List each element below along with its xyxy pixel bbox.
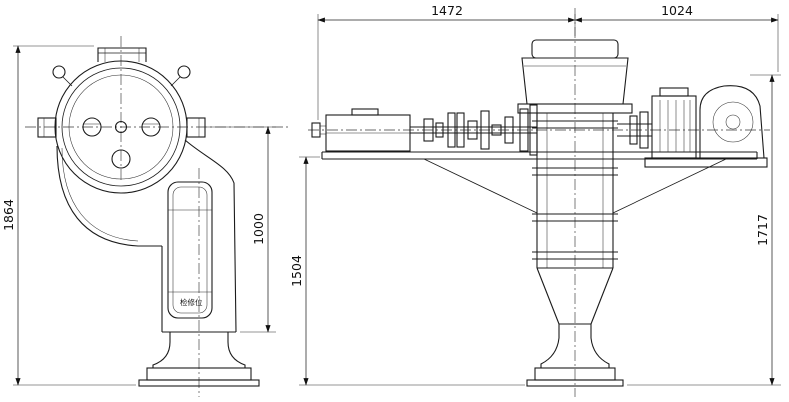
top-lifting-lug [97,47,147,62]
volute-scroll-body [56,139,237,333]
motor-body [699,85,765,159]
right-gearbox-motor [617,85,768,168]
pedestal-base-left-view [138,332,260,387]
dimensions: 1864 1000 1472 1024 1504 [1,3,781,386]
dim-label-1472: 1472 [431,3,463,18]
taper-and-suction-bell [526,267,624,387]
left-view-front-elevation [25,36,288,397]
dim-label-1717: 1717 [755,214,770,246]
dim-label-1024: 1024 [661,3,693,18]
casing-ports [82,117,161,169]
platform-deck [321,151,758,214]
dim-label-1504: 1504 [289,255,304,287]
centerlines-left-view [25,36,288,397]
dim-label-1000: 1000 [251,213,266,245]
annotation-text: 检修位 [180,297,203,307]
dim-span-left: 1472 [317,3,576,120]
centerlines-right-view [308,8,770,397]
right-view-side-elevation [308,8,770,397]
side-flange-right [186,117,206,138]
discharge-head [517,39,633,114]
annotation-inspection-position: 检修位 [180,297,203,307]
dim-discharge-center-height: 1000 [207,126,276,333]
gearbox-housing [651,95,697,159]
dim-overall-height-right: 1717 [627,74,781,386]
side-flange-left [37,117,57,138]
lifting-eye-right [170,65,191,87]
left-drive-train [311,104,538,156]
dim-platform-to-base: 1504 [289,156,525,386]
lifting-eye-left [52,65,73,87]
dim-overall-height-left: 1864 [1,45,136,386]
dim-span-right: 1024 [574,3,779,72]
access-panel [167,181,213,319]
dim-label-1864: 1864 [1,199,16,231]
